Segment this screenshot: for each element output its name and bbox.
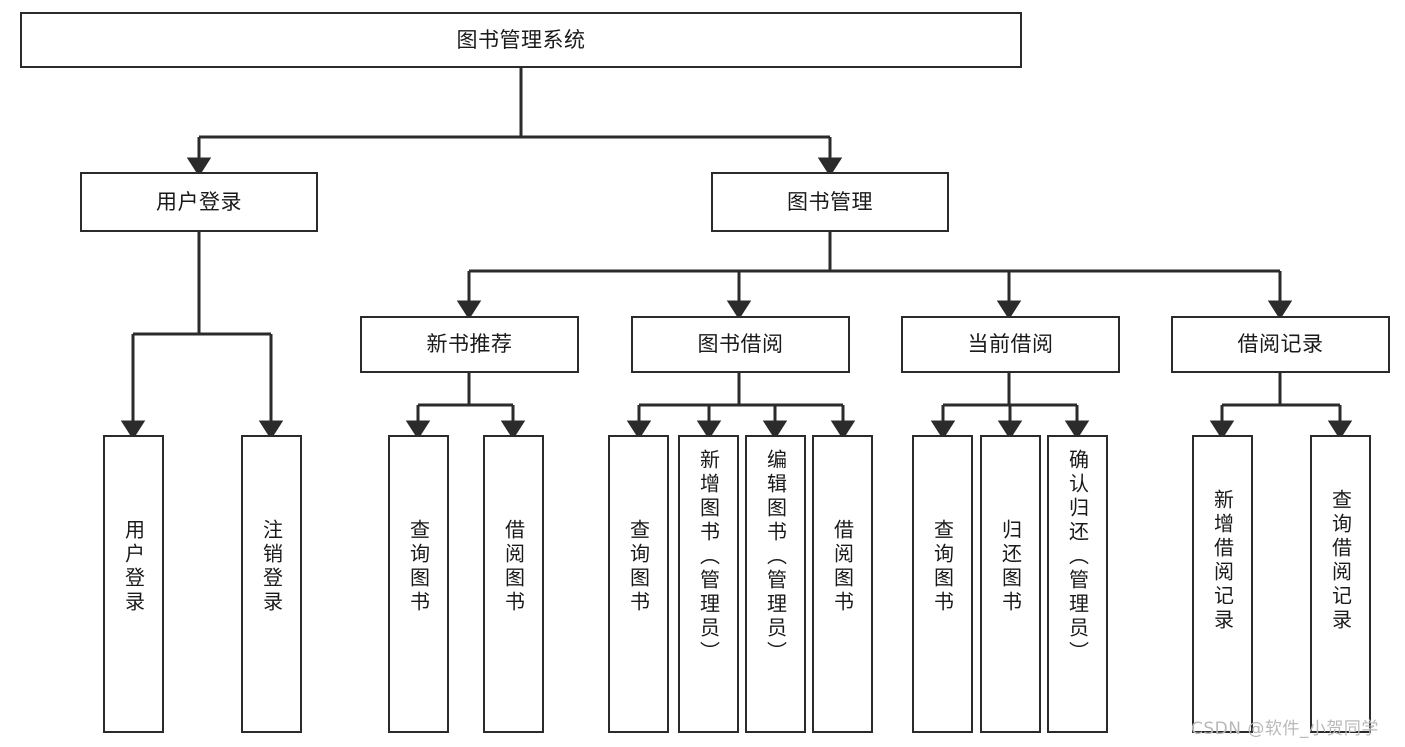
node-leaf-borrow-book-2[interactable]: 借阅图书	[812, 435, 873, 733]
node-user-login[interactable]: 用户登录	[80, 172, 318, 232]
node-leaf-query-book-1[interactable]: 查询图书	[388, 435, 449, 733]
node-book-borrow[interactable]: 图书借阅	[631, 316, 850, 373]
node-leaf-user-logout-label: 注销登录	[259, 519, 284, 615]
node-leaf-query-book-1-label: 查询图书	[406, 519, 431, 615]
node-leaf-query-record-label: 查询借阅记录	[1328, 489, 1353, 633]
node-leaf-query-book-3-label: 查询图书	[930, 519, 955, 615]
node-leaf-add-record-label: 新增借阅记录	[1210, 489, 1235, 633]
node-leaf-add-book[interactable]: 新增图书（管理员）	[678, 435, 739, 733]
node-leaf-user-logout[interactable]: 注销登录	[241, 435, 302, 733]
node-leaf-query-book-2-label: 查询图书	[626, 519, 651, 615]
node-leaf-query-book-2[interactable]: 查询图书	[608, 435, 669, 733]
watermark-text: CSDN @软件_小贺同学	[1191, 719, 1379, 739]
node-leaf-query-record[interactable]: 查询借阅记录	[1310, 435, 1371, 733]
node-leaf-borrow-book-2-label: 借阅图书	[830, 519, 855, 615]
node-borrow-record[interactable]: 借阅记录	[1171, 316, 1390, 373]
node-borrow-record-label: 借阅记录	[1237, 332, 1324, 357]
node-book-borrow-label: 图书借阅	[697, 332, 784, 357]
node-user-login-label: 用户登录	[156, 189, 242, 214]
node-leaf-borrow-book-1[interactable]: 借阅图书	[483, 435, 544, 733]
node-new-book-recommend-label: 新书推荐	[426, 332, 513, 357]
node-leaf-borrow-book-1-label: 借阅图书	[501, 519, 526, 615]
node-leaf-return-book[interactable]: 归还图书	[980, 435, 1041, 733]
node-book-manage-label: 图书管理	[787, 189, 873, 214]
node-leaf-confirm-return[interactable]: 确认归还（管理员）	[1047, 435, 1108, 733]
node-book-manage[interactable]: 图书管理	[711, 172, 949, 232]
node-leaf-add-record[interactable]: 新增借阅记录	[1192, 435, 1253, 733]
node-leaf-edit-book[interactable]: 编辑图书（管理员）	[745, 435, 806, 733]
node-leaf-confirm-return-label: 确认归还（管理员）	[1065, 449, 1090, 665]
node-leaf-add-book-label: 新增图书（管理员）	[696, 449, 721, 665]
node-new-book-recommend[interactable]: 新书推荐	[360, 316, 579, 373]
node-leaf-user-login-label: 用户登录	[121, 519, 146, 615]
node-leaf-user-login[interactable]: 用户登录	[103, 435, 164, 733]
node-current-borrow-label: 当前借阅	[967, 332, 1054, 357]
node-leaf-query-book-3[interactable]: 查询图书	[912, 435, 973, 733]
node-leaf-return-book-label: 归还图书	[998, 519, 1023, 615]
node-current-borrow[interactable]: 当前借阅	[901, 316, 1120, 373]
node-root-label: 图书管理系统	[456, 27, 586, 52]
node-root[interactable]: 图书管理系统	[20, 12, 1022, 68]
node-leaf-edit-book-label: 编辑图书（管理员）	[763, 449, 788, 665]
